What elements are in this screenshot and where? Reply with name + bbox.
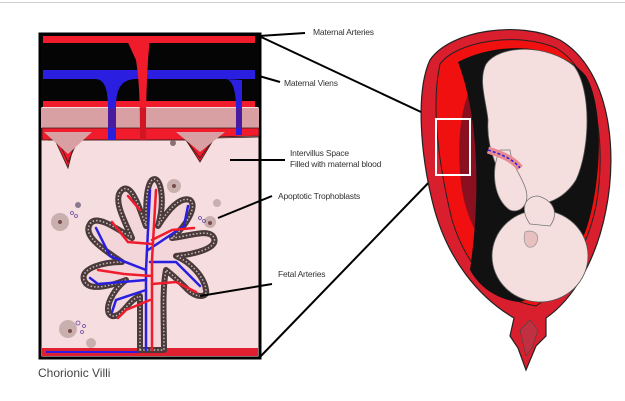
cervix bbox=[519, 319, 539, 357]
label-apoptotic-trophoblasts: Apoptotic Trophoblasts bbox=[278, 191, 361, 201]
caption-chorionic-villi: Chorionic Villi bbox=[38, 366, 111, 380]
villi-panel bbox=[38, 32, 262, 360]
vesicles bbox=[70, 184, 206, 334]
fetus-ear bbox=[523, 230, 538, 248]
label-maternal-veins: Maternal Viens bbox=[284, 78, 338, 88]
fetal-vessels bbox=[88, 188, 202, 352]
zoom-highlight-box bbox=[435, 118, 471, 176]
leader-lines bbox=[199, 32, 437, 359]
maternal-artery-band-lower bbox=[43, 101, 255, 107]
decidua-layer bbox=[41, 108, 259, 128]
top-divider bbox=[0, 2, 625, 3]
chorionic-villus bbox=[80, 176, 218, 353]
label-intervillus-filled: Filled with maternal blood bbox=[290, 159, 382, 169]
label-fetal-arteries: Fetal Arteries bbox=[278, 269, 326, 279]
label-intervillus-space: Intervillus Space bbox=[290, 148, 349, 158]
umbilical-cord bbox=[486, 146, 523, 171]
uterus-illustration bbox=[420, 29, 612, 372]
label-maternal-arteries: Maternal Arteries bbox=[313, 27, 374, 37]
apoptotic-trophoblasts bbox=[51, 140, 221, 348]
maternal-vein-band bbox=[43, 70, 255, 79]
